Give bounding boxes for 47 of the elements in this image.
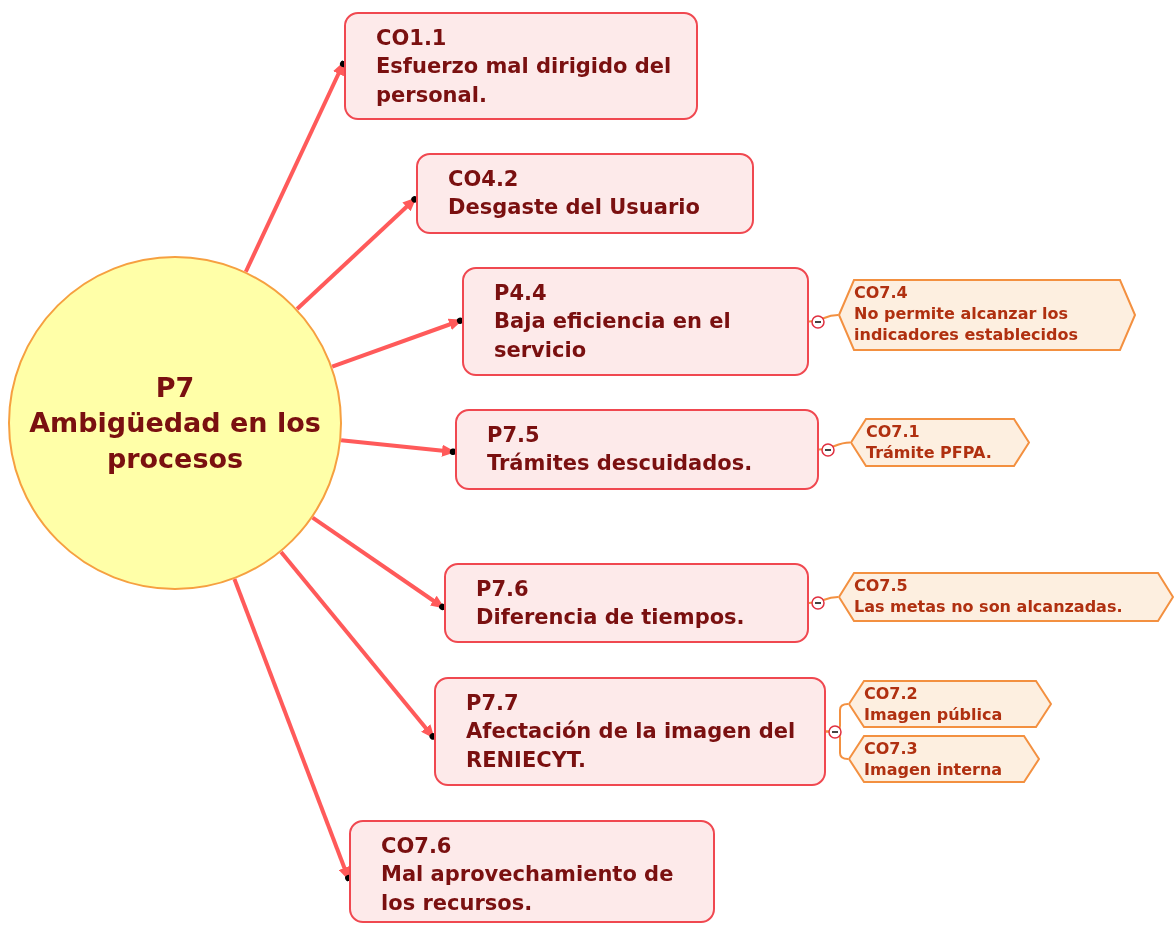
connector-line	[808, 314, 839, 323]
connector-line	[818, 441, 851, 451]
node-id: CO7.2	[864, 684, 919, 705]
topic-box	[349, 820, 715, 923]
node-text: Afectación de la imagen del RENIECYT.	[466, 718, 797, 774]
node-text: Desgaste del Usuario	[448, 194, 701, 222]
connector-line	[825, 730, 849, 760]
subtopic-tag	[838, 572, 1174, 622]
topic-box	[462, 267, 809, 376]
node-text: Trámites descuidados.	[487, 450, 754, 478]
topic-box	[416, 153, 754, 234]
topic-box	[455, 409, 819, 490]
node-id: P7.6	[476, 576, 530, 603]
node-text: Esfuerzo mal dirigido del personal.	[376, 53, 673, 109]
node-text: Mal aprovechamiento de los recursos.	[381, 861, 675, 917]
topic-box	[444, 563, 809, 643]
node-text: Las metas no son alcanzadas.	[854, 596, 1124, 618]
subtopic-tag	[850, 418, 1030, 467]
arrow	[295, 196, 418, 311]
node-id: CO7.1	[866, 422, 921, 443]
topic-box	[344, 12, 698, 120]
node-text: Diferencia de tiempos.	[476, 604, 746, 632]
node-id: P4.4	[494, 280, 548, 307]
topic-box	[434, 677, 826, 786]
node-text: Baja eficiencia en el servicio	[494, 308, 732, 364]
node-text: Ambigüedad en los procesos	[28, 406, 322, 476]
node-id: P7.7	[466, 690, 520, 717]
subtopic-tag	[838, 279, 1136, 351]
connector-line	[808, 596, 839, 604]
arrow	[311, 516, 446, 611]
node-id: P7.5	[487, 422, 541, 449]
subtopic-tag	[848, 735, 1040, 783]
node-id: CO7.3	[864, 739, 919, 760]
node-text: Trámite PFPA.	[866, 442, 993, 464]
arrow	[279, 550, 436, 740]
arrow	[331, 317, 464, 369]
node-id: CO4.2	[448, 166, 520, 193]
arrow	[340, 438, 457, 457]
node-id: CO7.4	[854, 283, 909, 304]
node-text: Imagen pública	[864, 704, 1004, 726]
node-id: P7	[155, 371, 195, 406]
node-id: CO7.6	[381, 833, 453, 860]
node-text: Imagen interna	[864, 759, 1004, 781]
node-text: No permite alcanzar los indicadores establecidos	[854, 303, 1079, 346]
node-id: CO7.5	[854, 576, 909, 597]
node-id: CO1.1	[376, 25, 448, 52]
subtopic-tag	[848, 680, 1052, 728]
